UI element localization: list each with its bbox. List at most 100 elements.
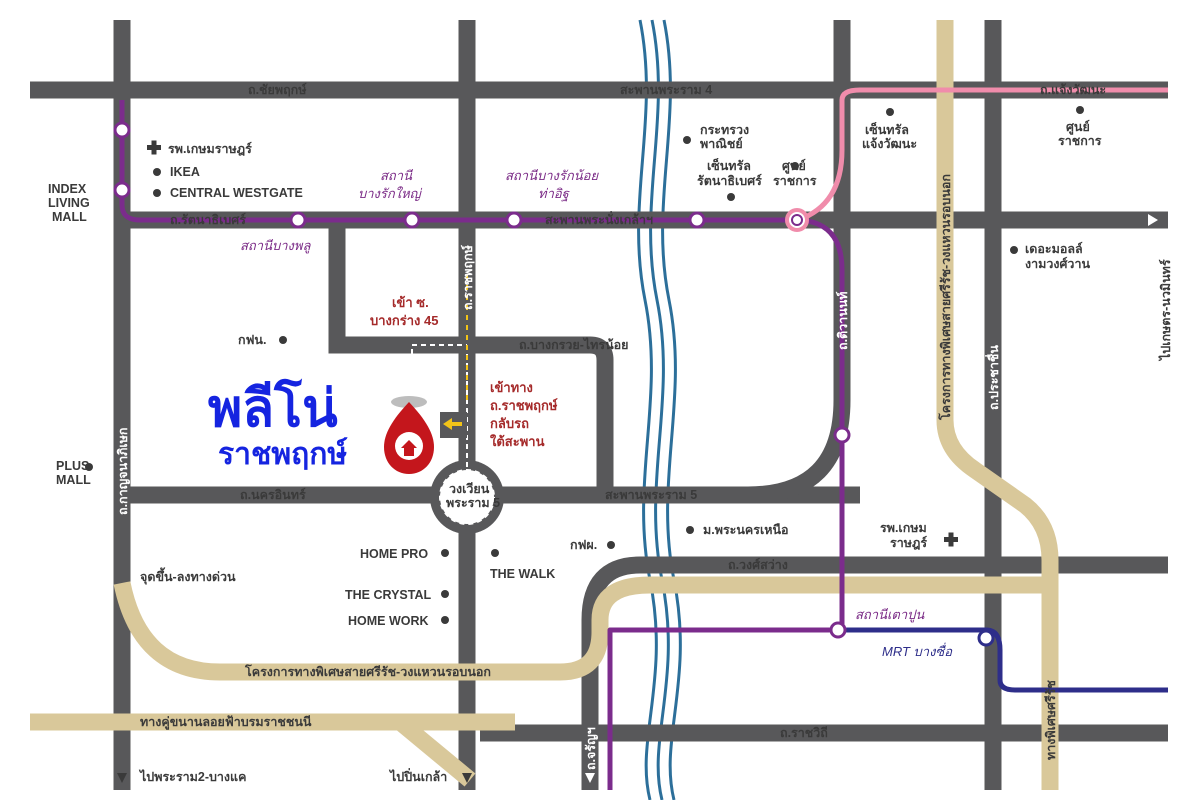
place-label: ราชการ	[773, 174, 817, 188]
road-wongsawang	[581, 556, 1168, 790]
road-label-rattanathibet: ถ.รัตนาธิเบศร์	[170, 212, 246, 227]
expressway-label-vertical: โครงการทางพิเศษสายศรีรัช-วงแหวนรอบนอก	[938, 174, 953, 421]
entry-arrow-left	[443, 418, 452, 430]
road-bangkruai	[328, 220, 614, 495]
poi-dots	[85, 106, 1084, 624]
station-marker	[113, 121, 131, 139]
down-arrow-icon	[462, 773, 472, 783]
expressway-label-srirat: ทางพิเศษศรีรัช	[1044, 680, 1058, 760]
hospital-cross-icon	[944, 532, 958, 547]
road-label-rama4: สะพานพระราม 4	[620, 83, 712, 97]
place-label: แจ้งวัฒนะ	[862, 137, 917, 151]
place-label: รพ.เกษม	[880, 521, 927, 535]
place-label: THE WALK	[490, 567, 555, 581]
station-marker	[289, 211, 307, 229]
arrow-east	[1148, 214, 1158, 226]
place-label: LIVING	[48, 196, 90, 210]
place-label: เดอะมอลล์	[1025, 241, 1083, 256]
road-label-tiwanon: ถ.ติวานนท์	[835, 291, 850, 350]
expressway-srirat-vertical	[936, 20, 1059, 790]
station-marker-blue	[977, 629, 995, 647]
chao-phraya-river	[637, 19, 682, 800]
direction-text: เข้า ซ.	[392, 295, 429, 310]
project-location: ราชพฤกษ์	[218, 437, 348, 471]
place-label: กฟน.	[238, 333, 266, 347]
down-arrow-icon	[585, 773, 595, 783]
hospital-cross-icon	[147, 140, 161, 155]
road-label-bangkruai: ถ.บางกรวย-ไทรน้อย	[519, 337, 629, 352]
road-label-chaiyaphruek: ถ.ชัยพฤกษ์	[248, 82, 307, 97]
station-label: สถานีบางรักน้อย	[505, 168, 599, 183]
project-name: พลีโน่	[208, 377, 338, 438]
place-label: MALL	[56, 473, 91, 487]
place-label: เซ็นทรัล	[865, 122, 909, 137]
roundabout-label: วงเวียน	[449, 482, 490, 496]
rama5-roundabout	[430, 460, 504, 534]
station-label: บางรักใหญ่	[358, 186, 423, 201]
road-label-nakhonin: ถ.นครอินทร์	[240, 487, 306, 502]
road-label-kanchanaphisek: ถ.กาญจนาภิเษก	[116, 428, 130, 516]
station-marker	[505, 211, 523, 229]
pink-line	[797, 87, 1168, 223]
direction-text: เข้าทาง	[490, 380, 533, 395]
station-marker	[113, 181, 131, 199]
station-label: สถานีเตาปูน	[855, 607, 925, 623]
to-pinklao-label: ไปปิ่นเกล้า	[388, 768, 447, 784]
blue-line	[842, 627, 1168, 693]
place-label: ศูนย์	[1066, 119, 1090, 135]
road-label-nangklao: สะพานพระนั่งเกล้าฯ	[545, 211, 653, 227]
place-label: กระทรวง	[700, 123, 749, 137]
place-label: รัตนาธิเบศร์	[697, 173, 762, 188]
road-label-chaengwattana: ถ.แจ้งวัฒนะ	[1040, 83, 1106, 97]
place-label: ศูนย์	[782, 158, 806, 174]
place-label: พาณิชย์	[700, 136, 743, 151]
place-label: IKEA	[170, 165, 200, 179]
expressway-outer-ring	[113, 576, 1055, 681]
expressway-label-ring: โครงการทางพิเศษสายศรีรัช-วงแหวนรอบนอก	[244, 664, 491, 679]
entry-arrow-down	[406, 383, 418, 392]
road-label-to-kaset: ไปเกษตร-นวมินทร์	[1158, 259, 1173, 362]
place-label: รพ.เกษมราษฎร์	[168, 141, 252, 157]
place-label: ม.พระนครเหนือ	[703, 523, 789, 537]
road-label-ratchawithi: ถ.ราชวิถี	[780, 726, 828, 740]
station-label: สถานี	[380, 168, 413, 183]
place-label: INDEX	[48, 182, 87, 196]
expressway-layer	[30, 20, 1059, 790]
station-label: MRT บางซื่อ	[882, 642, 953, 659]
house-pin-icon	[384, 396, 434, 474]
expressway-pinklao-branch	[394, 715, 476, 787]
place-label: HOME WORK	[348, 614, 429, 628]
station-marker	[688, 211, 706, 229]
place-label: งามวงศ์วาน	[1025, 256, 1090, 271]
station-marker	[403, 211, 421, 229]
place-label: CENTRAL WESTGATE	[170, 186, 303, 200]
direction-text: กลับรถ	[490, 416, 529, 431]
road-label-wongsawang: ถ.วงศ์สว่าง	[728, 557, 788, 572]
place-label: PLUS	[56, 459, 89, 473]
place-label: ราษฎร์	[890, 535, 927, 551]
road-label-ratchaphruek: ถ.ราชพฤกษ์	[460, 245, 475, 310]
direction-text: ใต้สะพาน	[490, 433, 545, 449]
road-label-rama5: สะพานพระราม 5	[605, 488, 697, 502]
direction-text: ถ.ราชพฤกษ์	[490, 398, 558, 413]
place-label: ราชการ	[1058, 134, 1102, 148]
stations-layer	[113, 121, 995, 647]
station-marker	[829, 621, 847, 639]
place-label: THE CRYSTAL	[345, 588, 431, 602]
place-label: HOME PRO	[360, 547, 428, 561]
place-label: MALL	[52, 210, 87, 224]
station-label: ท่าอิฐ	[538, 186, 571, 202]
direction-text: บางกร่าง 45	[370, 313, 438, 328]
road-label-charan: ถ.จรัญฯ	[584, 727, 598, 770]
station-marker	[833, 426, 851, 444]
roundabout-label-2: พระราม 5	[446, 496, 500, 510]
exit-ramp-label: จุดขึ้น-ลงทางด่วน	[140, 567, 236, 585]
down-arrow-icon	[117, 773, 127, 783]
station-label: สถานีบางพลู	[240, 238, 311, 254]
place-label: เซ็นทรัล	[707, 158, 751, 173]
to-rama2-label: ไปพระราม2-บางแค	[138, 769, 246, 784]
place-label: กฟผ.	[570, 538, 597, 552]
expressway-label-borom: ทางคู่ขนานลอยฟ้าบรมราชชนนี	[140, 715, 312, 730]
interchange-station-inner	[791, 214, 803, 226]
